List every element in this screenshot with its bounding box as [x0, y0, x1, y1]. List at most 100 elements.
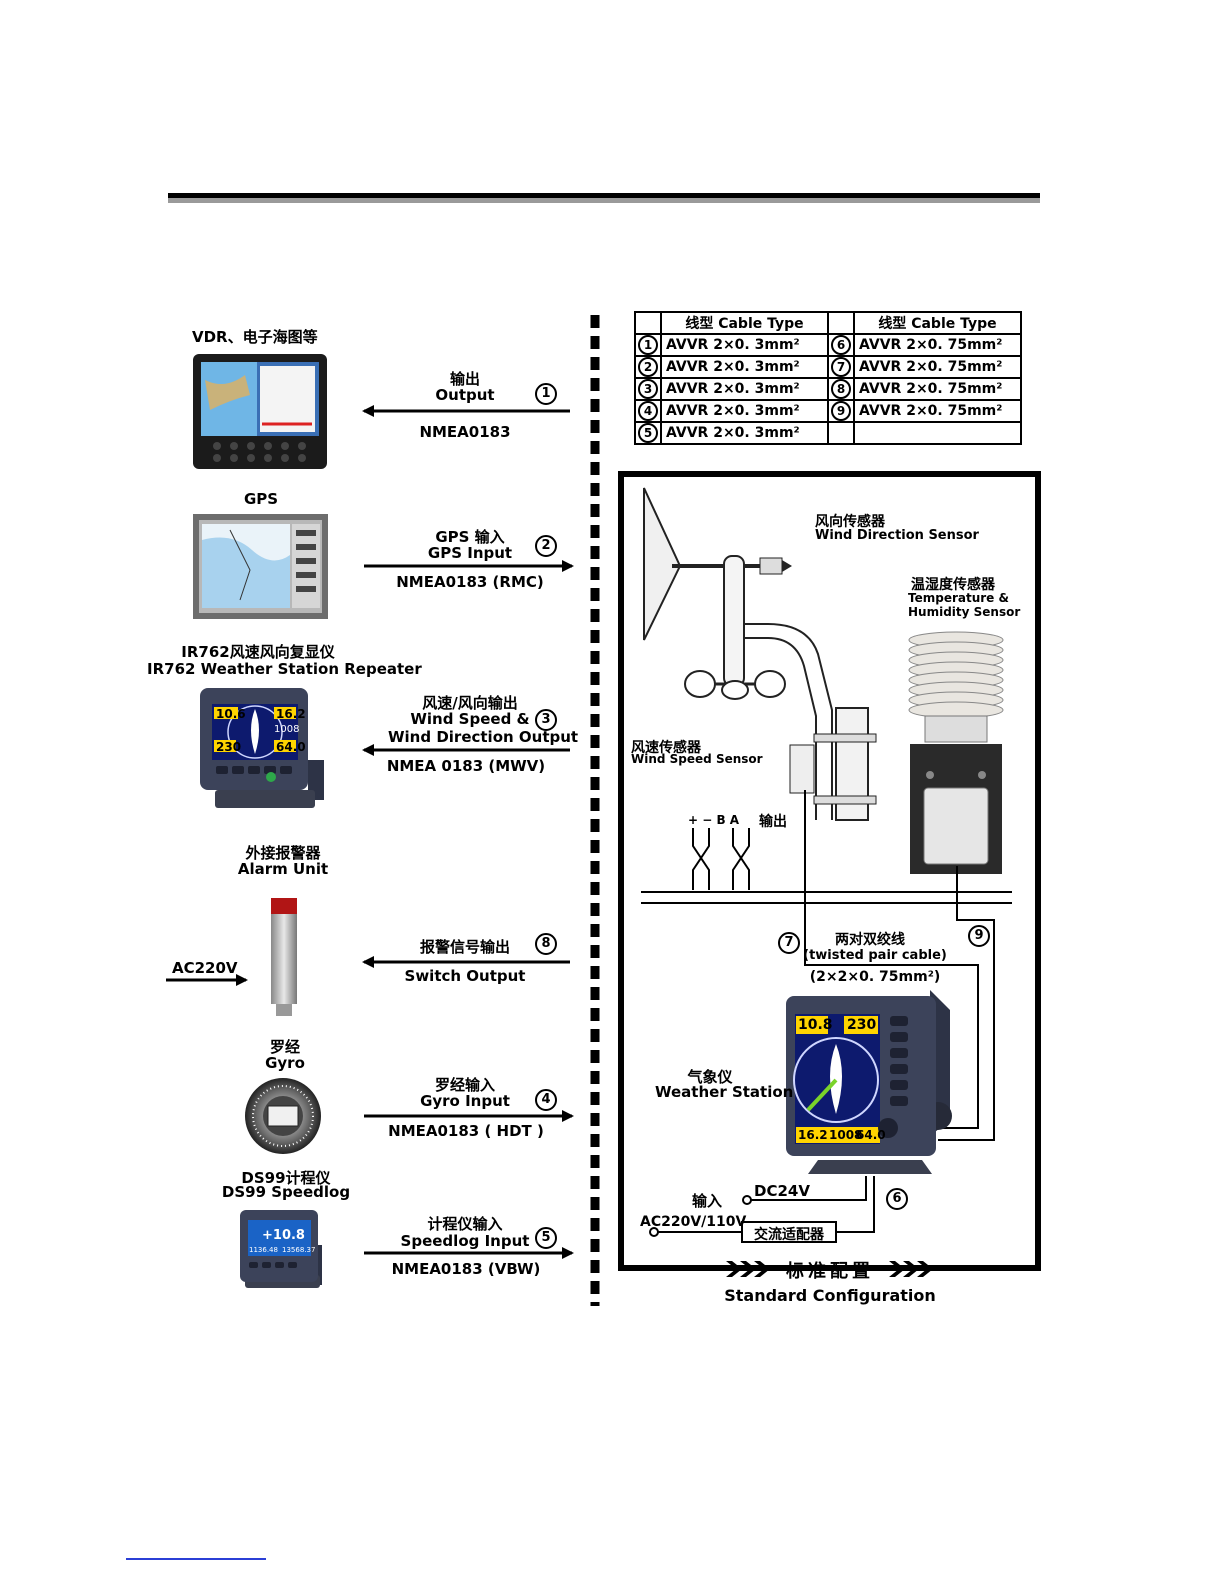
- cable-type: AVVR 2×0. 75mm²: [853, 399, 1022, 423]
- cable-type: AVVR 2×0. 75mm²: [853, 355, 1022, 379]
- table-header-right: 线型 Cable Type: [853, 311, 1022, 335]
- ws-screen-speed: 10.8: [798, 1017, 833, 1033]
- speedlog-device-image: [240, 1210, 322, 1288]
- ac220v-label: AC220V: [172, 959, 238, 977]
- conn-8-number: 8: [535, 933, 557, 955]
- conn-5-en: Speedlog Input: [400, 1232, 530, 1250]
- ac-adapter-label: 交流适配器: [754, 1227, 824, 1243]
- cable-9-number: 9: [968, 925, 990, 947]
- cable-9: [938, 866, 995, 1141]
- conn-2-number: 2: [535, 535, 557, 557]
- cable-type: AVVR 2×0. 3mm²: [660, 333, 829, 357]
- speedlog-label-cn: DS99计程仪: [241, 1169, 331, 1187]
- weather-station-image: [786, 990, 952, 1174]
- table-row: 3 AVVR 2×0. 3mm² 8 AVVR 2×0. 75mm²: [634, 377, 1022, 401]
- conn-3-protocol: NMEA 0183 (MWV): [386, 757, 546, 775]
- dc24v-label: DC24V: [754, 1182, 810, 1200]
- cable-number: 1: [638, 335, 658, 355]
- conn-2-cn: GPS 输入: [435, 528, 505, 546]
- speedlog-label-en: DS99 Speedlog: [221, 1183, 351, 1201]
- cable-type: AVVR 2×0. 75mm²: [853, 333, 1022, 357]
- repeater-label-cn: IR762风速风向复显仪: [181, 643, 335, 661]
- temp-label-en2: Humidity Sensor: [908, 605, 1021, 619]
- cable-number: 8: [831, 379, 851, 399]
- conn-3-en2: Wind Direction Output: [388, 728, 579, 746]
- cable-dc24v: [747, 1176, 867, 1201]
- ws-screen-b3: 64.0: [856, 1128, 886, 1142]
- conn-4-cn: 罗经输入: [434, 1076, 495, 1094]
- ws-label-en: Weather Station: [655, 1083, 794, 1101]
- repeater-device-image: [200, 688, 324, 808]
- cable-number: 2: [638, 357, 658, 377]
- terminal-output-label: 输出: [759, 814, 787, 830]
- cable-type: AVVR 2×0. 3mm²: [660, 377, 829, 401]
- repeater-value-c: 1008: [274, 724, 300, 735]
- power-input-label: 输入: [692, 1192, 723, 1210]
- conn-2-protocol: NMEA0183 (RMC): [396, 573, 544, 591]
- conn-3-cn: 风速/风向输出: [422, 694, 518, 712]
- temp-label-en1: Temperature &: [908, 591, 1009, 605]
- wind-dir-label-cn: 风向传感器: [815, 514, 885, 530]
- ws-label-cn: 气象仪: [687, 1068, 733, 1086]
- conn-5-number: 5: [535, 1227, 557, 1249]
- cable-type-empty: [853, 421, 1022, 445]
- standard-config-frame: [618, 471, 1041, 1271]
- gps-label: GPS: [244, 490, 279, 508]
- conn-3-number: 3: [535, 709, 557, 731]
- ws-screen-b2: 1008: [829, 1128, 863, 1142]
- repeater-value-b: 16.2: [276, 707, 306, 721]
- cable-type: AVVR 2×0. 3mm²: [660, 355, 829, 379]
- cable-type: AVVR 2×0. 3mm²: [660, 421, 829, 445]
- cable-number: 7: [831, 357, 851, 377]
- conn-1-number: 1: [535, 383, 557, 405]
- conn-1-protocol: NMEA0183: [419, 423, 511, 441]
- header-rule: [168, 193, 1040, 198]
- cable-type-table: 线型 Cable Type 线型 Cable Type 1 AVVR 2×0. …: [634, 311, 1022, 445]
- alarm-label-en: Alarm Unit: [237, 860, 329, 878]
- cable-type: AVVR 2×0. 75mm²: [853, 377, 1022, 401]
- table-header-left: 线型 Cable Type: [660, 311, 829, 335]
- twisted-cable-spec: (2×2×0. 75mm²): [809, 969, 941, 985]
- gyro-label-en: Gyro: [265, 1054, 305, 1072]
- terminal-cables: [692, 828, 750, 890]
- table-header-num: [634, 311, 662, 335]
- wind-speed-label-cn: 风速传感器: [631, 740, 701, 756]
- conn-8-cn: 报警信号输出: [419, 938, 510, 956]
- conn-4-en: Gyro Input: [420, 1092, 510, 1110]
- speedlog-value-l: 1136.48: [249, 1246, 278, 1254]
- table-row: 1 AVVR 2×0. 3mm² 6 AVVR 2×0. 75mm²: [634, 333, 1022, 357]
- speedlog-value-r: 13568.37: [282, 1246, 316, 1254]
- cable-6: [836, 1176, 875, 1233]
- ac-adapter-box: [741, 1221, 837, 1243]
- table-row: 5 AVVR 2×0. 3mm²: [634, 421, 1022, 445]
- cable-number-empty: [827, 421, 855, 445]
- repeater-value-d: 230: [216, 740, 242, 754]
- gyro-label-cn: 罗经: [269, 1038, 300, 1056]
- banner-chevrons-left: [726, 1261, 770, 1277]
- ac-input-label: AC220V/110V: [640, 1214, 747, 1230]
- vdr-label: VDR、电子海图等: [192, 328, 318, 346]
- conn-4-number: 4: [535, 1089, 557, 1111]
- table-row: 2 AVVR 2×0. 3mm² 7 AVVR 2×0. 75mm²: [634, 355, 1022, 379]
- cable-number: 4: [638, 401, 658, 421]
- gyro-image: [245, 1078, 321, 1154]
- conn-2-en: GPS Input: [427, 544, 513, 562]
- wind-speed-label-en: Wind Speed Sensor: [631, 752, 763, 766]
- conn-4-protocol: NMEA0183 ( HDT ): [388, 1122, 544, 1140]
- speedlog-value-main: +10.8: [262, 1228, 305, 1243]
- cable-7: [804, 790, 979, 1129]
- conn-3-en: Wind Speed &: [410, 710, 530, 728]
- repeater-value-e: 64.0: [276, 740, 306, 754]
- standard-config-title-en: Standard Configuration: [724, 1286, 936, 1305]
- ws-screen-b1: 16.2: [798, 1128, 828, 1142]
- standard-config-title-cn: 标准配置: [786, 1261, 874, 1282]
- wind-sensor-image: [643, 487, 877, 821]
- repeater-value-a: 10.6: [216, 707, 246, 721]
- table-row: 4 AVVR 2×0. 3mm² 9 AVVR 2×0. 75mm²: [634, 399, 1022, 423]
- header-rule-shadow: [168, 198, 1040, 203]
- conn-8-en: Switch Output: [404, 967, 526, 985]
- conn-1-en: Output: [435, 386, 495, 404]
- cable-number: 9: [831, 401, 851, 421]
- cable-number: 3: [638, 379, 658, 399]
